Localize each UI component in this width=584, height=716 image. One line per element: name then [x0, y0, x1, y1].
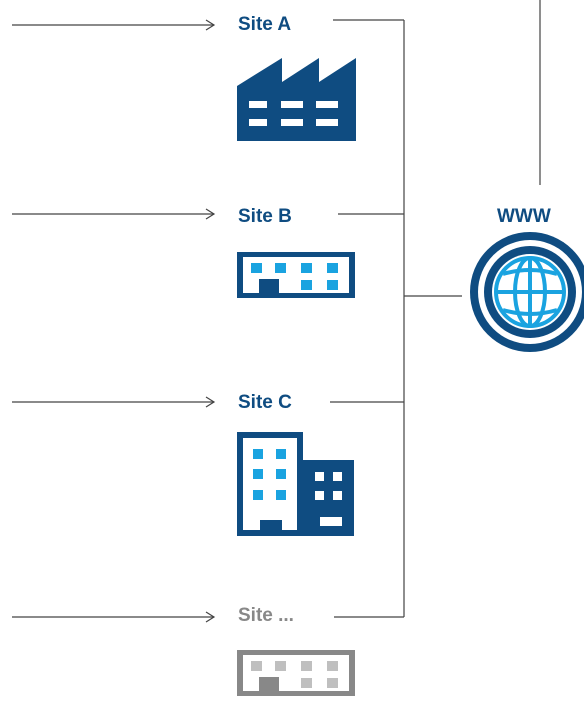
globe-icon [470, 232, 584, 352]
site-c-label: Site C [238, 392, 292, 413]
tower-building-icon [237, 432, 354, 536]
incoming-arrow-site-b [12, 208, 216, 220]
site-more-label: Site ... [238, 605, 294, 626]
incoming-arrow-site-c [12, 396, 216, 408]
factory-icon [237, 58, 356, 141]
office-building-icon [237, 252, 355, 298]
www-label: WWW [497, 206, 551, 227]
incoming-arrow-site-a [12, 19, 216, 31]
site-a-label: Site A [238, 14, 292, 35]
site-b-label: Site B [238, 206, 292, 227]
office-building-placeholder-icon [237, 650, 355, 696]
incoming-arrow-site-more [12, 611, 216, 623]
